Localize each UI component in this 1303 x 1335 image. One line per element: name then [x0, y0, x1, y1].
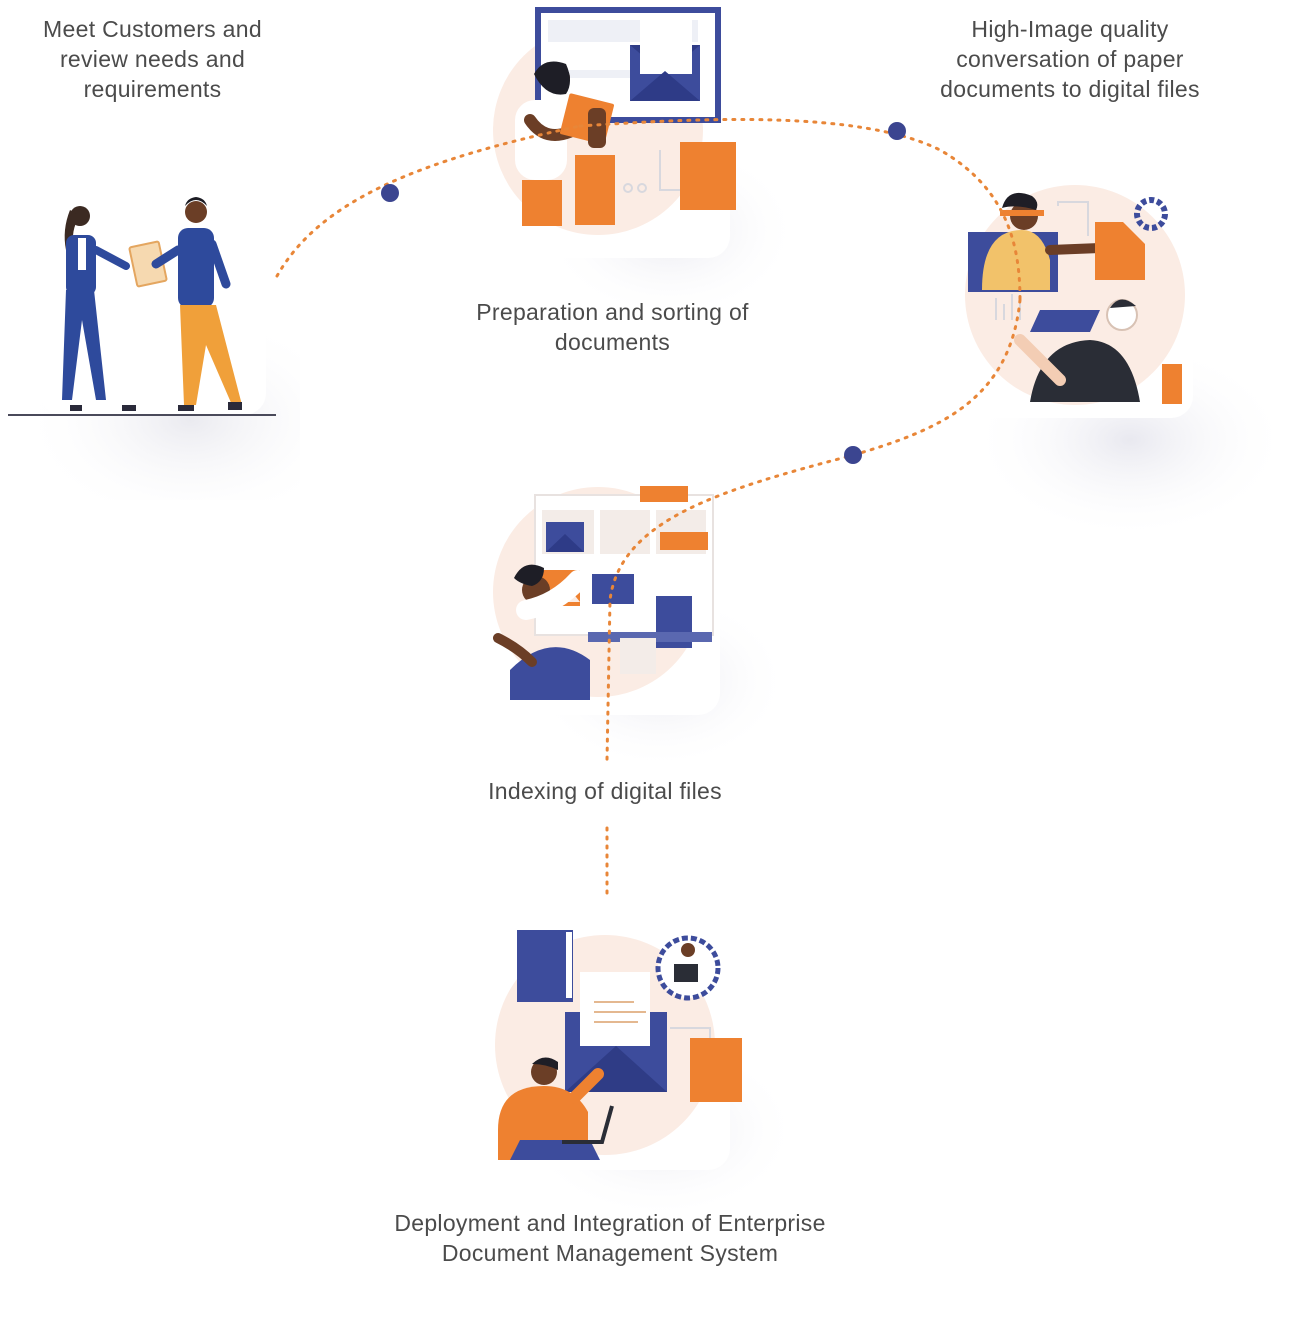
step-2-illustration [493, 7, 790, 320]
step-3-label: High-Image quality conversation of paper… [940, 16, 1200, 102]
node-dot-1 [381, 184, 399, 202]
step-5-illustration [495, 930, 800, 1220]
step-3-illustration [965, 182, 1290, 530]
node-dot-2 [888, 122, 906, 140]
step-5-label: Deployment and Integration of Enterprise… [394, 1210, 826, 1266]
step-1-illustration [8, 165, 300, 500]
step-4-label: Indexing of digital files [488, 778, 722, 804]
step-2-label: Preparation and sorting of documents [476, 299, 749, 355]
step-4-illustration [493, 486, 790, 770]
step-1-label: Meet Customers and review needs and requ… [43, 16, 262, 102]
node-dot-3 [844, 446, 862, 464]
